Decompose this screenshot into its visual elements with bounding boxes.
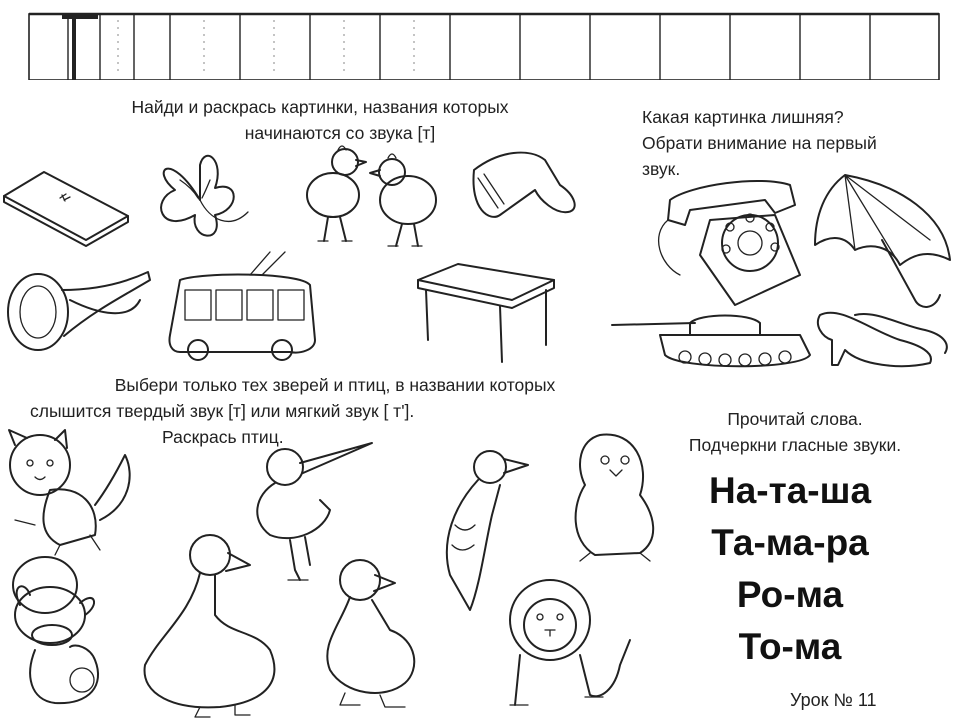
puppy-icon [14,585,100,705]
clover-icon [160,154,249,237]
word-toma: То-ма [738,626,842,667]
heron-icon [256,442,373,581]
task2-line1: Какая картинка лишняя? [642,107,844,127]
chick-icon [306,145,367,242]
goose-icon [143,534,276,718]
umbrella-icon [814,174,951,308]
task3-line2: слышится твердый звук [т] или мягкий зву… [30,401,415,421]
word-roma: Ро-ма [736,574,844,615]
task4-line1: Прочитай слова. [727,409,863,429]
task3-line3: Раскрась птиц. [162,427,284,447]
task4-line2: Подчеркни гласные звуки. [688,435,902,455]
task2-instructions: Какая картинка лишняя? Обрати внимание н… [642,104,942,182]
task1-instructions: Найди и раскрась картинки, названия кото… [60,94,580,146]
task3-instructions: Выбери только тех зверей и птиц, в назва… [0,372,640,450]
book-icon [3,171,129,247]
shoes-icon [816,311,948,368]
task2-line3: звук. [642,159,681,179]
task2-pictures [611,174,951,368]
word-tamara: Та-ма-ра [711,522,869,563]
task1-line2: начинаются со звука [т] [244,123,436,143]
penguin-icon [574,433,655,562]
word-natasha: На-та-ша [708,470,872,511]
kitten-icon [8,429,131,556]
tank-icon [611,314,811,368]
duck-icon [326,559,416,708]
axe-icon [472,151,576,218]
task1-pictures [3,145,576,363]
trolleybus-icon [168,251,316,361]
table-icon [417,263,555,363]
woodpecker-icon [445,450,529,611]
writing-strip [28,0,940,81]
hippo-icon [12,556,78,614]
lion-icon [509,579,631,706]
task3-line1: Выбери только тех зверей и птиц, в назва… [114,375,556,395]
chick-icon [369,153,437,247]
task2-line2: Обрати внимание на первый [642,133,877,153]
task3-pictures [8,429,655,718]
horn-icon [7,271,151,351]
task4-instructions: Прочитай слова. Подчеркни гласные звуки. [640,406,950,458]
telephone-icon [658,180,801,306]
task1-line1: Найди и раскрась картинки, названия кото… [131,97,509,117]
lesson-number: Урок № 11 [790,690,877,710]
